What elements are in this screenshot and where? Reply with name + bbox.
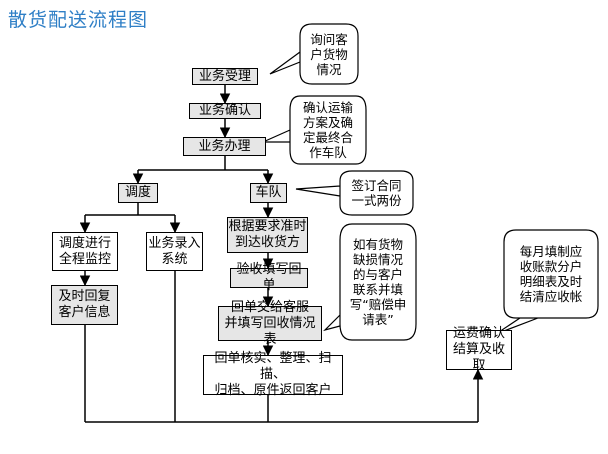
node-dispatch-monitor: 调度进行 全程监控	[52, 232, 118, 271]
callout-damage-claim: 如有货物 缺损情况 的与客户 联系并填 写“赔偿申 请表”	[349, 237, 407, 327]
node-return-receipt: 回单交给客服 并填写回收情况表	[218, 300, 322, 347]
node-timely-reply: 及时回复 客户信息	[51, 285, 118, 325]
callout-bubble-inquire	[269, 23, 359, 85]
callout-bubble-damage-claim	[322, 223, 417, 341]
callout-bubble-sign-contract	[295, 170, 414, 216]
node-dispatch: 调度	[118, 183, 158, 203]
callout-sign-contract: 签订合同 一式两份	[351, 178, 402, 208]
node-receipt-verify: 回单核实、整理、扫描、 归档、原件返回客户	[203, 351, 343, 398]
node-business-handle: 业务办理	[183, 137, 266, 156]
node-freight-settle: 运费确认 结算及收取	[446, 326, 512, 373]
callout-bubble-confirm-plan	[262, 95, 367, 165]
page-title: 散货配送流程图	[8, 9, 149, 31]
node-business-accept: 业务受理	[192, 68, 258, 85]
callout-confirm-plan: 确认运输 方案及确 定最终合 作车队	[302, 100, 353, 160]
callout-inquire: 询问客 户货物 情况	[310, 31, 348, 77]
node-business-confirm: 业务确认	[189, 103, 261, 119]
callout-monthly-bill: 每月填制应 收账款分户 明细表及时 结清应收帐	[519, 244, 583, 304]
node-on-time-pickup: 根据要求准时 到达收货方	[227, 217, 308, 253]
node-inspect-receipt: 验收填写回单	[230, 262, 308, 293]
node-business-entry: 业务录入 系统	[146, 232, 203, 271]
callout-bubble-monthly-bill	[495, 229, 599, 335]
node-fleet: 车队	[250, 183, 287, 203]
